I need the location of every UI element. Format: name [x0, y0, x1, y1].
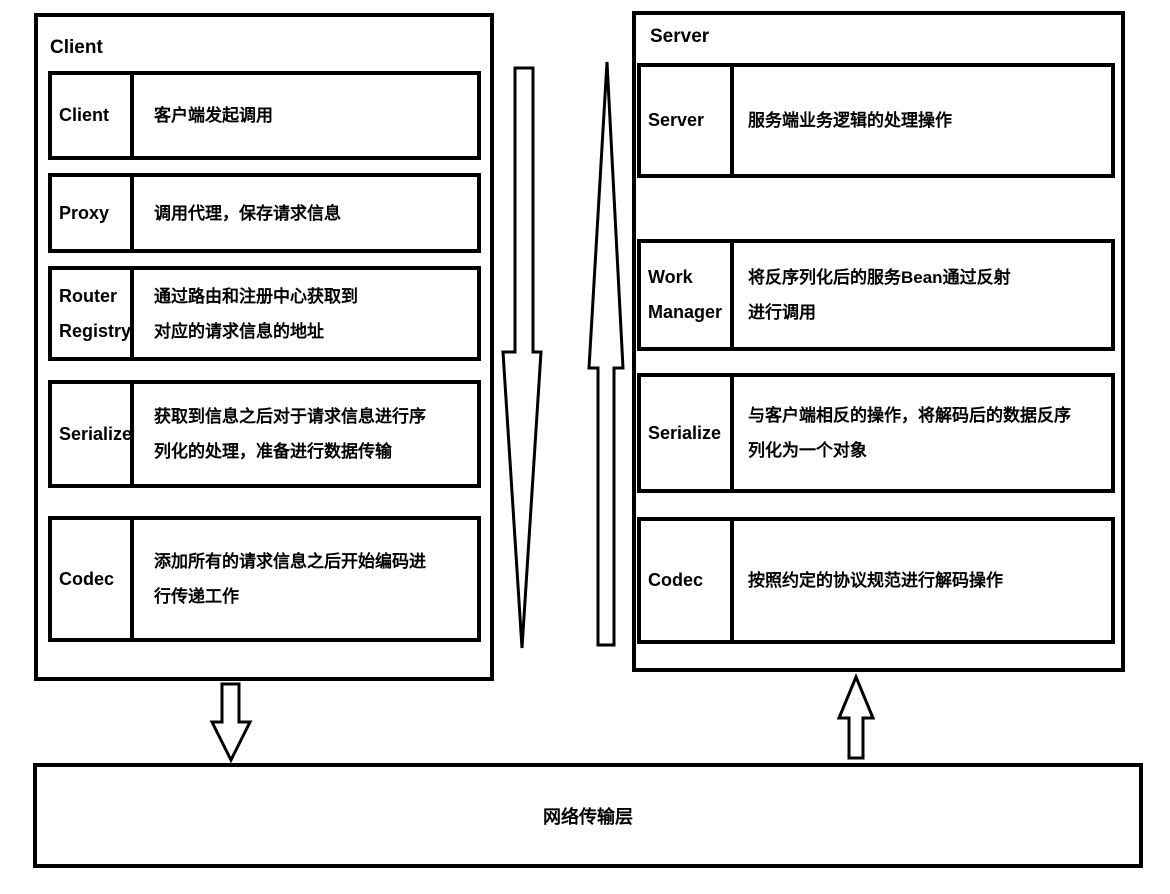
- client-row-router-registry: Router Registry 通过路由和注册中心获取到 对应的请求信息的地址: [48, 266, 481, 361]
- client-row-serialize: Serialize 获取到信息之后对于请求信息进行序 列化的处理，准备进行数据传…: [48, 380, 481, 488]
- server-flow-up-arrow-icon: [587, 61, 625, 647]
- client-row-client-label: Client: [52, 75, 134, 156]
- server-row-work-manager: Work Manager 将反序列化后的服务Bean通过反射 进行调用: [637, 239, 1115, 351]
- client-row-router-registry-desc: 通过路由和注册中心获取到 对应的请求信息的地址: [154, 286, 358, 341]
- server-panel-title: Server: [650, 26, 710, 47]
- server-row-work-manager-desc: 将反序列化后的服务Bean通过反射 进行调用: [748, 268, 1011, 322]
- server-row-server-label: Server: [641, 67, 734, 174]
- server-row-codec-label: Codec: [641, 521, 734, 640]
- client-to-network-arrow-icon: [209, 682, 253, 764]
- client-row-client-desc: 客户端发起调用: [154, 106, 273, 125]
- server-row-serialize-desc: 与客户端相反的操作，将解码后的数据反序 列化为一个对象: [748, 406, 1071, 460]
- client-row-codec-desc: 添加所有的请求信息之后开始编码进 行传递工作: [154, 552, 426, 606]
- client-panel-title: Client: [50, 37, 103, 58]
- network-transport-layer-label: 网络传输层: [543, 806, 633, 827]
- server-row-serialize-label: Serialize: [641, 377, 734, 489]
- client-row-codec-label: Codec: [52, 520, 134, 638]
- client-row-proxy: Proxy 调用代理，保存请求信息: [48, 173, 481, 253]
- client-row-router-registry-label: Router Registry: [52, 270, 134, 357]
- server-row-codec-desc: 按照约定的协议规范进行解码操作: [748, 571, 1003, 590]
- client-row-serialize-label: Serialize: [52, 384, 134, 484]
- network-transport-layer: 网络传输层: [33, 763, 1143, 868]
- client-row-proxy-desc: 调用代理，保存请求信息: [154, 203, 341, 223]
- server-row-work-manager-label: Work Manager: [641, 243, 734, 347]
- client-row-codec: Codec 添加所有的请求信息之后开始编码进 行传递工作: [48, 516, 481, 642]
- client-row-proxy-label: Proxy: [52, 177, 134, 249]
- client-flow-down-arrow-icon: [501, 66, 543, 649]
- server-row-server: Server 服务端业务逻辑的处理操作: [637, 63, 1115, 178]
- network-to-server-arrow-icon: [836, 673, 876, 760]
- client-row-serialize-desc: 获取到信息之后对于请求信息进行序 列化的处理，准备进行数据传输: [154, 407, 426, 461]
- client-row-client: Client 客户端发起调用: [48, 71, 481, 160]
- server-row-codec: Codec 按照约定的协议规范进行解码操作: [637, 517, 1115, 644]
- server-row-serialize: Serialize 与客户端相反的操作，将解码后的数据反序 列化为一个对象: [637, 373, 1115, 493]
- server-row-server-desc: 服务端业务逻辑的处理操作: [748, 111, 952, 130]
